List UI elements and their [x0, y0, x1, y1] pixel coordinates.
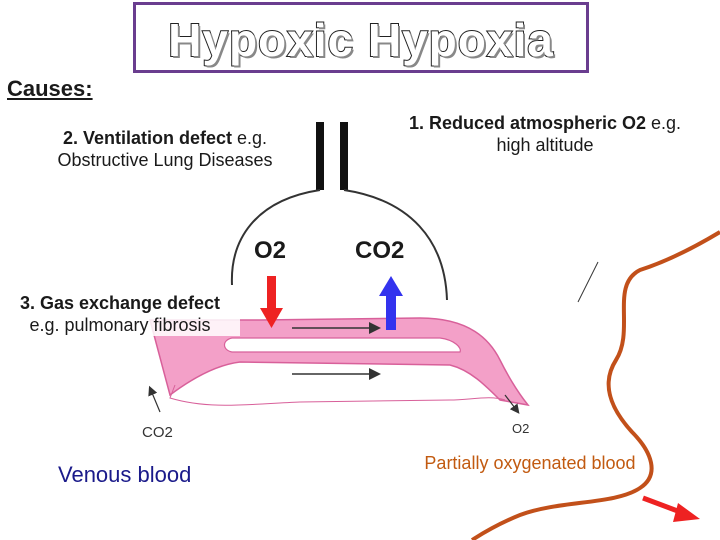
cause-1-text: 1. Reduced atmospheric O2 e.g. high alti…: [405, 112, 685, 156]
cause-3-rest: e.g. pulmonary fibrosis: [29, 315, 211, 335]
o2-vessel-label: O2: [512, 421, 530, 436]
venous-blood-label: Venous blood: [58, 462, 192, 487]
co2-in-arrow: [148, 385, 161, 413]
cause-2-bold: 2. Ventilation defect: [62, 128, 232, 148]
cause-1-bold: 1. Reduced atmospheric O2: [408, 113, 647, 133]
cause-3-bold: 3. Gas exchange defect: [19, 293, 221, 313]
pointer-line: [577, 261, 599, 303]
partial-blood-label: Partially oxygenated blood: [424, 453, 636, 473]
causes-heading: Causes:: [7, 76, 93, 101]
alveolus-left-wall: [230, 189, 321, 286]
cause-2-rest: e.g. Obstructive Lung Diseases: [57, 128, 273, 170]
alveolus-right-wall: [343, 189, 448, 301]
o2-label: O2: [254, 237, 287, 264]
cause-3-text: 3. Gas exchange defect e.g. pulmonary fi…: [0, 292, 240, 336]
capillary-vessel: [149, 317, 530, 407]
partial-blood-arrow: [642, 495, 700, 522]
partial-blood-vessel: [470, 230, 720, 540]
cause-2-text: 2. Ventilation defect e.g. Obstructive L…: [20, 127, 310, 171]
co2-vessel-label: CO2: [142, 424, 173, 441]
title-box: Hypoxic Hypoxia: [133, 2, 589, 73]
co2-label: CO2: [355, 237, 405, 264]
page-title: Hypoxic Hypoxia: [167, 13, 554, 67]
co2-diffusion-arrow: [379, 276, 403, 330]
o2-out-arrow: [504, 394, 520, 414]
o2-diffusion-arrow: [260, 276, 283, 328]
cause-1-rest: e.g. high altitude: [496, 113, 682, 155]
